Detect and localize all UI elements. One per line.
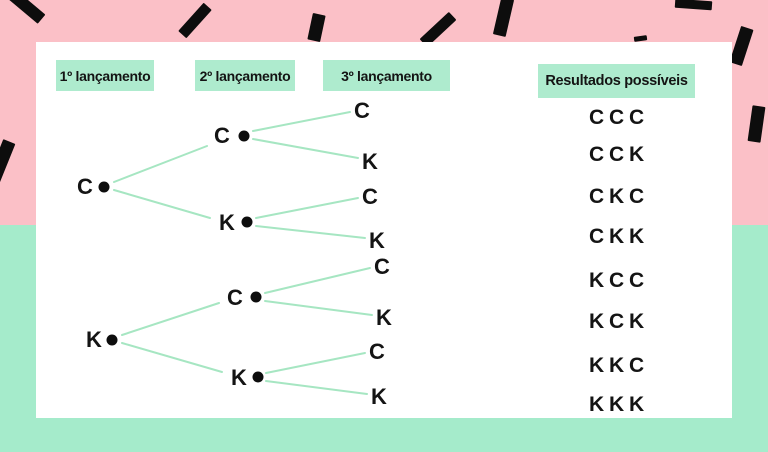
tree-branch — [113, 189, 211, 219]
result-item: C K K — [589, 225, 644, 248]
tree-node-dot — [238, 130, 250, 142]
header-first-toss-label: 1º lançamento — [59, 67, 151, 84]
header-second-toss-label: 2º lançamento — [199, 67, 291, 84]
tree-branch — [265, 380, 368, 395]
header-second-toss: 2º lançamento — [195, 60, 295, 91]
tree-leaf-label: K — [376, 305, 392, 330]
result-item: C K C — [589, 185, 644, 208]
tree-leaf-label: C — [354, 98, 370, 123]
tree-level2-label: C — [214, 123, 230, 148]
tree-leaf-label: C — [362, 184, 378, 209]
tree-node-dot — [252, 371, 264, 383]
result-item: K K C — [589, 354, 644, 377]
tree-branch — [264, 267, 371, 294]
header-third-toss-label: 3º lançamento — [341, 67, 432, 84]
result-item: K K K — [589, 393, 644, 416]
tree-leaf-label: K — [362, 149, 378, 174]
tree-root-label: C — [77, 174, 93, 199]
tree-node-dot — [250, 291, 262, 303]
tree-branch — [252, 111, 351, 132]
tree-level2-label: C — [227, 285, 243, 310]
tree-branch — [255, 225, 366, 239]
tree-branch — [255, 197, 359, 219]
tree-node-dot — [106, 334, 118, 346]
header-possible-results-label: Resultados possíveis — [545, 73, 688, 89]
result-item: K C C — [589, 269, 644, 292]
header-first-toss: 1º lançamento — [56, 60, 154, 91]
tree-branch — [113, 145, 208, 183]
tree-branch — [121, 302, 220, 336]
tree-level2-label: K — [231, 365, 247, 390]
tree-level2-label: K — [219, 210, 235, 235]
tree-branch — [252, 138, 359, 159]
tree-branch — [265, 352, 366, 374]
header-third-toss: 3º lançamento — [323, 60, 450, 91]
tree-root-label: K — [86, 327, 102, 352]
result-item: C C K — [589, 143, 644, 166]
tree-branch — [264, 300, 373, 316]
tree-branch — [121, 342, 223, 373]
tree-leaf-label: C — [374, 254, 390, 279]
tree-leaf-label: C — [369, 339, 385, 364]
result-item: K C K — [589, 310, 644, 333]
tree-node-dot — [241, 216, 253, 228]
tree-leaf-label: K — [371, 384, 387, 409]
header-possible-results: Resultados possíveis — [538, 64, 695, 98]
tree-node-dot — [98, 181, 110, 193]
tree-leaf-label: K — [369, 228, 385, 253]
result-item: C C C — [589, 106, 644, 129]
content-card — [36, 42, 732, 418]
